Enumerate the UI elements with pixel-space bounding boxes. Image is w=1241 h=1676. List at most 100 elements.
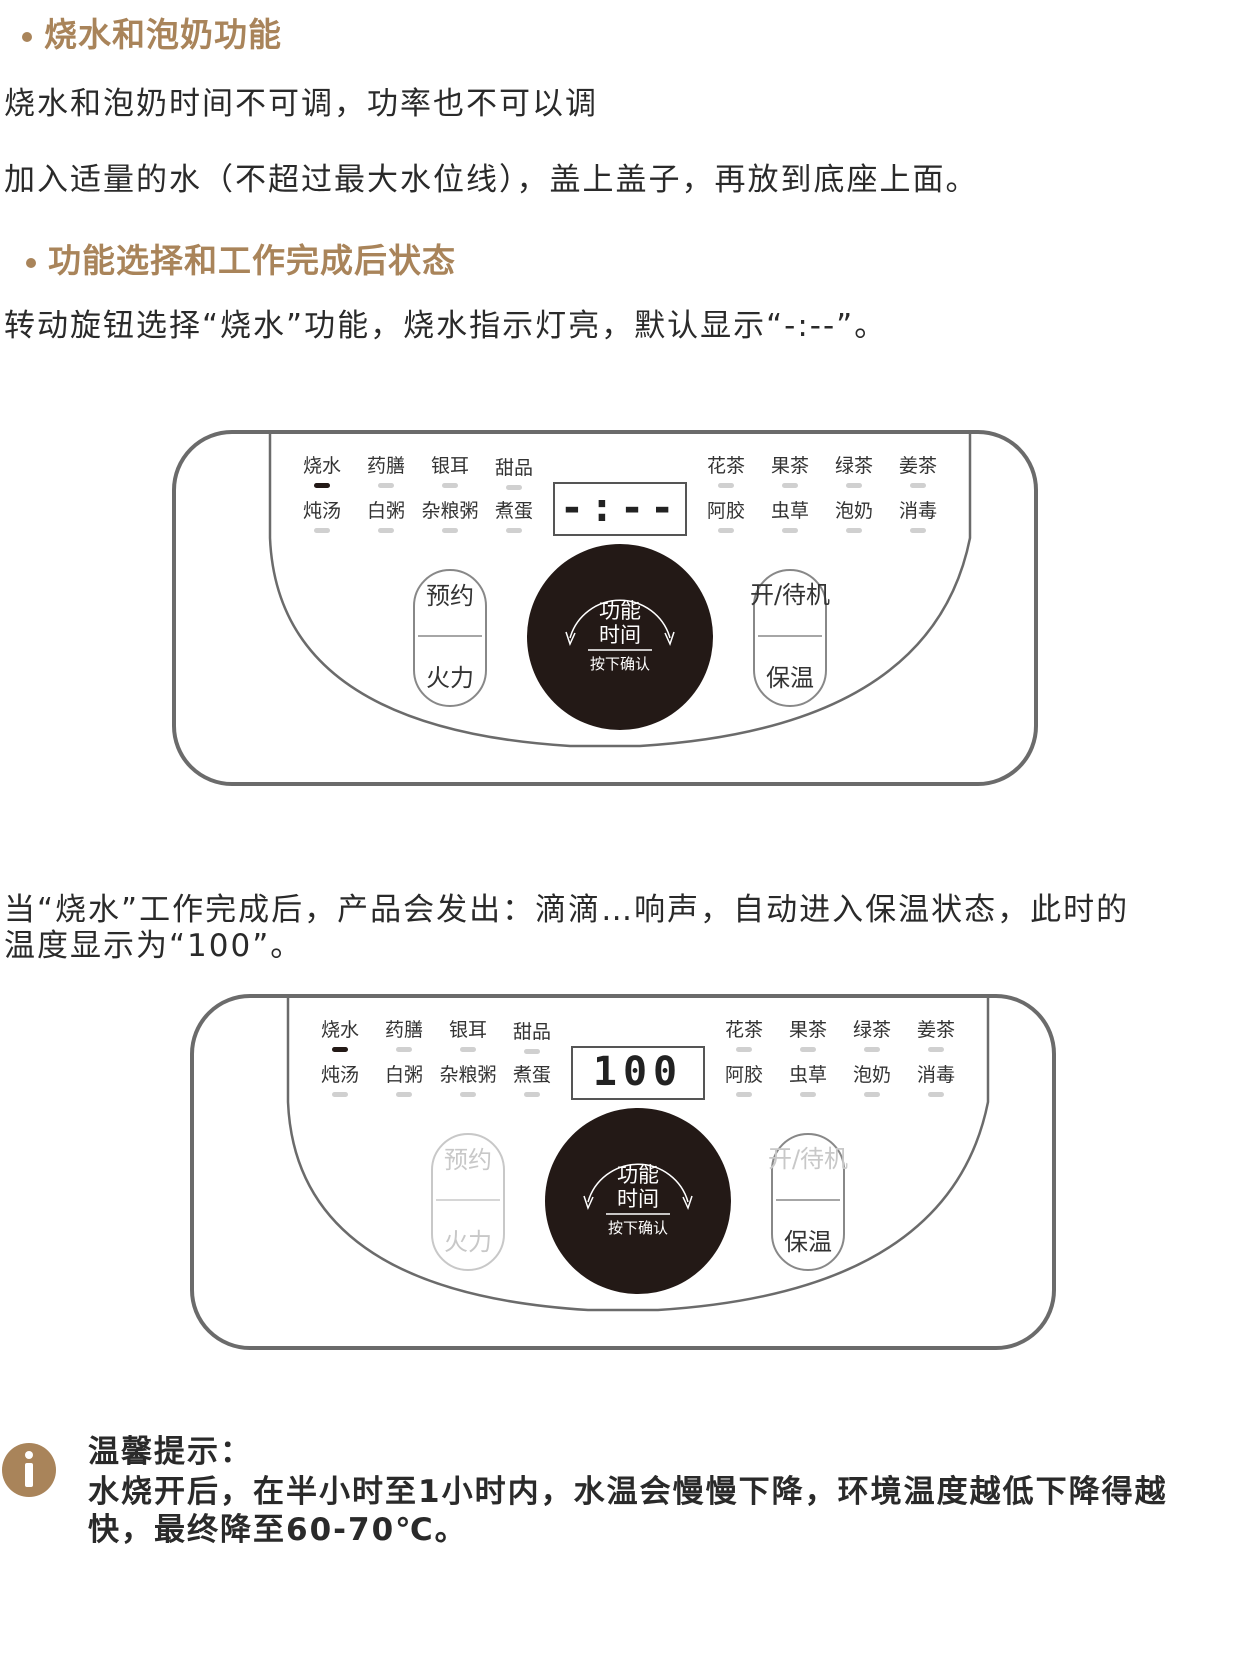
function-label: 白粥 — [367, 500, 405, 522]
indicator-led — [910, 483, 926, 488]
indicator-led — [506, 528, 522, 533]
indicator-led — [846, 483, 862, 488]
knob-arc — [569, 599, 671, 639]
button-label: 开/待机 — [768, 1145, 848, 1173]
function-label: 虫草 — [771, 500, 809, 522]
function-label: 甜品 — [495, 457, 533, 479]
knob-label: 时间 — [599, 623, 641, 647]
function-label: 果茶 — [789, 1019, 827, 1041]
indicator-led — [332, 1092, 348, 1097]
indicator-led — [524, 1049, 540, 1054]
function-label: 消毒 — [917, 1064, 955, 1086]
paragraph-line: 烧水和泡奶时间不可调，功率也不可以调 — [4, 86, 598, 122]
digit-readout: -:-- — [560, 485, 680, 531]
section-heading-function-select: 功能选择和工作完成后状态 — [26, 234, 456, 282]
function-label: 煮蛋 — [513, 1064, 551, 1086]
function-label: 炖汤 — [303, 500, 341, 522]
function-label: 姜茶 — [899, 455, 937, 477]
indicator-led — [928, 1092, 944, 1097]
indicator-led — [524, 1092, 540, 1097]
knob-body — [527, 544, 713, 730]
function-label: 银耳 — [431, 455, 469, 477]
knob-body — [545, 1108, 731, 1294]
section-heading-boil-milk: 烧水和泡奶功能 — [22, 8, 282, 56]
indicator-led — [460, 1092, 476, 1097]
digit-display — [571, 1046, 705, 1100]
indicator-led — [864, 1047, 880, 1052]
indicator-led — [378, 483, 394, 488]
knob-label: 功能 — [617, 1163, 659, 1187]
indicator-led — [782, 528, 798, 533]
indicator-led — [718, 528, 734, 533]
function-label: 泡奶 — [835, 500, 873, 522]
indicator-led — [314, 528, 330, 533]
function-label: 泡奶 — [853, 1064, 891, 1086]
indicator-led — [506, 485, 522, 490]
indicator-led — [864, 1092, 880, 1097]
indicator-led — [442, 483, 458, 488]
indicator-led — [736, 1047, 752, 1052]
function-label: 药膳 — [385, 1019, 423, 1041]
control-panel-default: 烧水药膳银耳甜品炖汤白粥杂粮粥煮蛋花茶果茶绿茶姜茶阿胶虫草泡奶消毒-:--预约火… — [172, 430, 1038, 786]
panel-face-outline — [286, 998, 990, 1312]
function-label: 杂粮粥 — [421, 500, 478, 522]
button-outline — [753, 569, 827, 707]
digit-readout: 100 — [593, 1049, 683, 1095]
bullet-icon — [26, 257, 36, 268]
indicator-led — [396, 1092, 412, 1097]
function-label: 银耳 — [449, 1019, 487, 1041]
paragraph-line: 当“烧水”工作完成后，产品会发出：滴滴…响声，自动进入保温状态，此时的 — [4, 892, 1130, 928]
indicator-led — [378, 528, 394, 533]
indicator-led — [910, 528, 926, 533]
function-label: 虫草 — [789, 1064, 827, 1086]
indicator-led-on — [314, 483, 330, 488]
arrow-right-icon — [664, 631, 675, 647]
tip-line: 水烧开后，在半小时至1小时内，水温会慢慢下降，环境温度越低下降得越 — [88, 1474, 1168, 1510]
indicator-led — [396, 1047, 412, 1052]
function-label: 甜品 — [513, 1021, 551, 1043]
indicator-led — [460, 1047, 476, 1052]
function-label: 绿茶 — [853, 1019, 891, 1041]
bullet-icon — [22, 31, 32, 42]
button-label: 保温 — [766, 664, 814, 692]
function-label: 阿胶 — [725, 1064, 763, 1086]
function-label: 白粥 — [385, 1064, 423, 1086]
tip-title: 温馨提示： — [88, 1434, 253, 1470]
indicator-led-on — [332, 1047, 348, 1052]
button-outline — [413, 569, 487, 707]
indicator-led — [846, 528, 862, 533]
knob-label: 按下确认 — [590, 655, 650, 673]
function-label: 花茶 — [707, 455, 745, 477]
function-label: 煮蛋 — [495, 500, 533, 522]
button-label: 火力 — [426, 664, 474, 692]
control-panel-finished: 烧水药膳银耳甜品炖汤白粥杂粮粥煮蛋花茶果茶绿茶姜茶阿胶虫草泡奶消毒100预约火力… — [190, 994, 1056, 1350]
function-label: 药膳 — [367, 455, 405, 477]
arrow-left-icon — [565, 631, 576, 647]
tip-line: 快，最终降至60-70℃。 — [88, 1512, 468, 1548]
knob-arc — [587, 1163, 689, 1203]
paragraph-line: 加入适量的水（不超过最大水位线），盖上盖子，再放到底座上面。 — [4, 162, 979, 198]
indicator-led — [718, 483, 734, 488]
indicator-led — [442, 528, 458, 533]
function-label: 炖汤 — [321, 1064, 359, 1086]
function-label: 杂粮粥 — [439, 1064, 496, 1086]
info-icon — [2, 1443, 56, 1497]
function-label: 果茶 — [771, 455, 809, 477]
button-label: 预约 — [444, 1146, 492, 1174]
paragraph-line: 转动旋钮选择“烧水”功能，烧水指示灯亮，默认显示“-:--”。 — [4, 308, 888, 344]
indicator-led — [928, 1047, 944, 1052]
function-label: 阿胶 — [707, 500, 745, 522]
button-label: 预约 — [426, 582, 474, 610]
function-label: 绿茶 — [835, 455, 873, 477]
button-label: 火力 — [444, 1228, 492, 1256]
button-label: 开/待机 — [750, 581, 830, 609]
arrow-left-icon — [583, 1195, 594, 1211]
knob-label: 时间 — [617, 1187, 659, 1211]
arrow-right-icon — [682, 1195, 693, 1211]
